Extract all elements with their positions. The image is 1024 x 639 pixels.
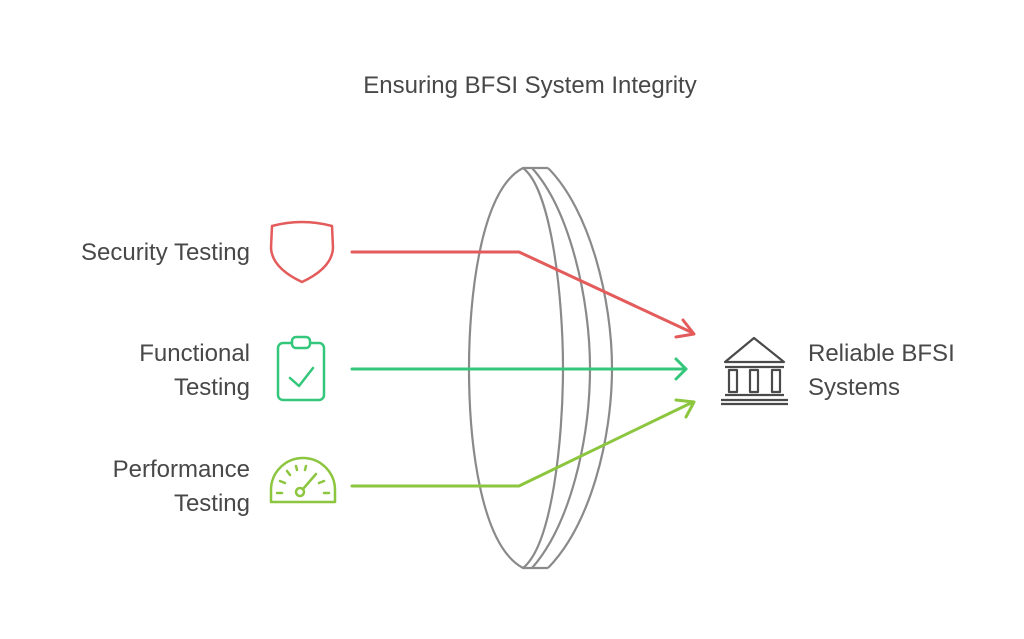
functional-testing-label: Functional Testing (30, 337, 250, 405)
bank-building-icon (721, 336, 788, 406)
security-testing-line-1: Security Testing (81, 239, 250, 266)
shield-icon (269, 220, 335, 284)
performance-arrowhead (674, 398, 696, 419)
performance-testing-label: Performance Testing (30, 453, 250, 521)
performance-testing-line-2: Testing (173, 490, 250, 517)
speedometer-icon (269, 456, 337, 504)
reliable-bfsi-line-1: Reliable BFSI (808, 340, 955, 367)
performance-connector-line (350, 400, 695, 488)
functional-connector (350, 357, 688, 381)
security-connector-line (350, 250, 695, 335)
functional-arrowhead (674, 357, 688, 381)
performance-connector (350, 398, 696, 488)
reliable-bfsi-line-2: Systems (808, 374, 901, 401)
diagram-title: Ensuring BFSI System Integrity (363, 72, 697, 99)
security-connector (350, 250, 696, 339)
security-arrowhead (674, 318, 696, 339)
lens-front-ellipse (467, 166, 565, 570)
security-testing-label: Security Testing (30, 236, 250, 270)
performance-testing-line-1: Performance (112, 456, 250, 483)
functional-testing-line-1: Functional (139, 340, 250, 367)
functional-testing-line-2: Testing (173, 374, 250, 401)
clipboard-check-icon (276, 335, 326, 402)
reliable-bfsi-systems-label: Reliable BFSI Systems (808, 337, 955, 405)
